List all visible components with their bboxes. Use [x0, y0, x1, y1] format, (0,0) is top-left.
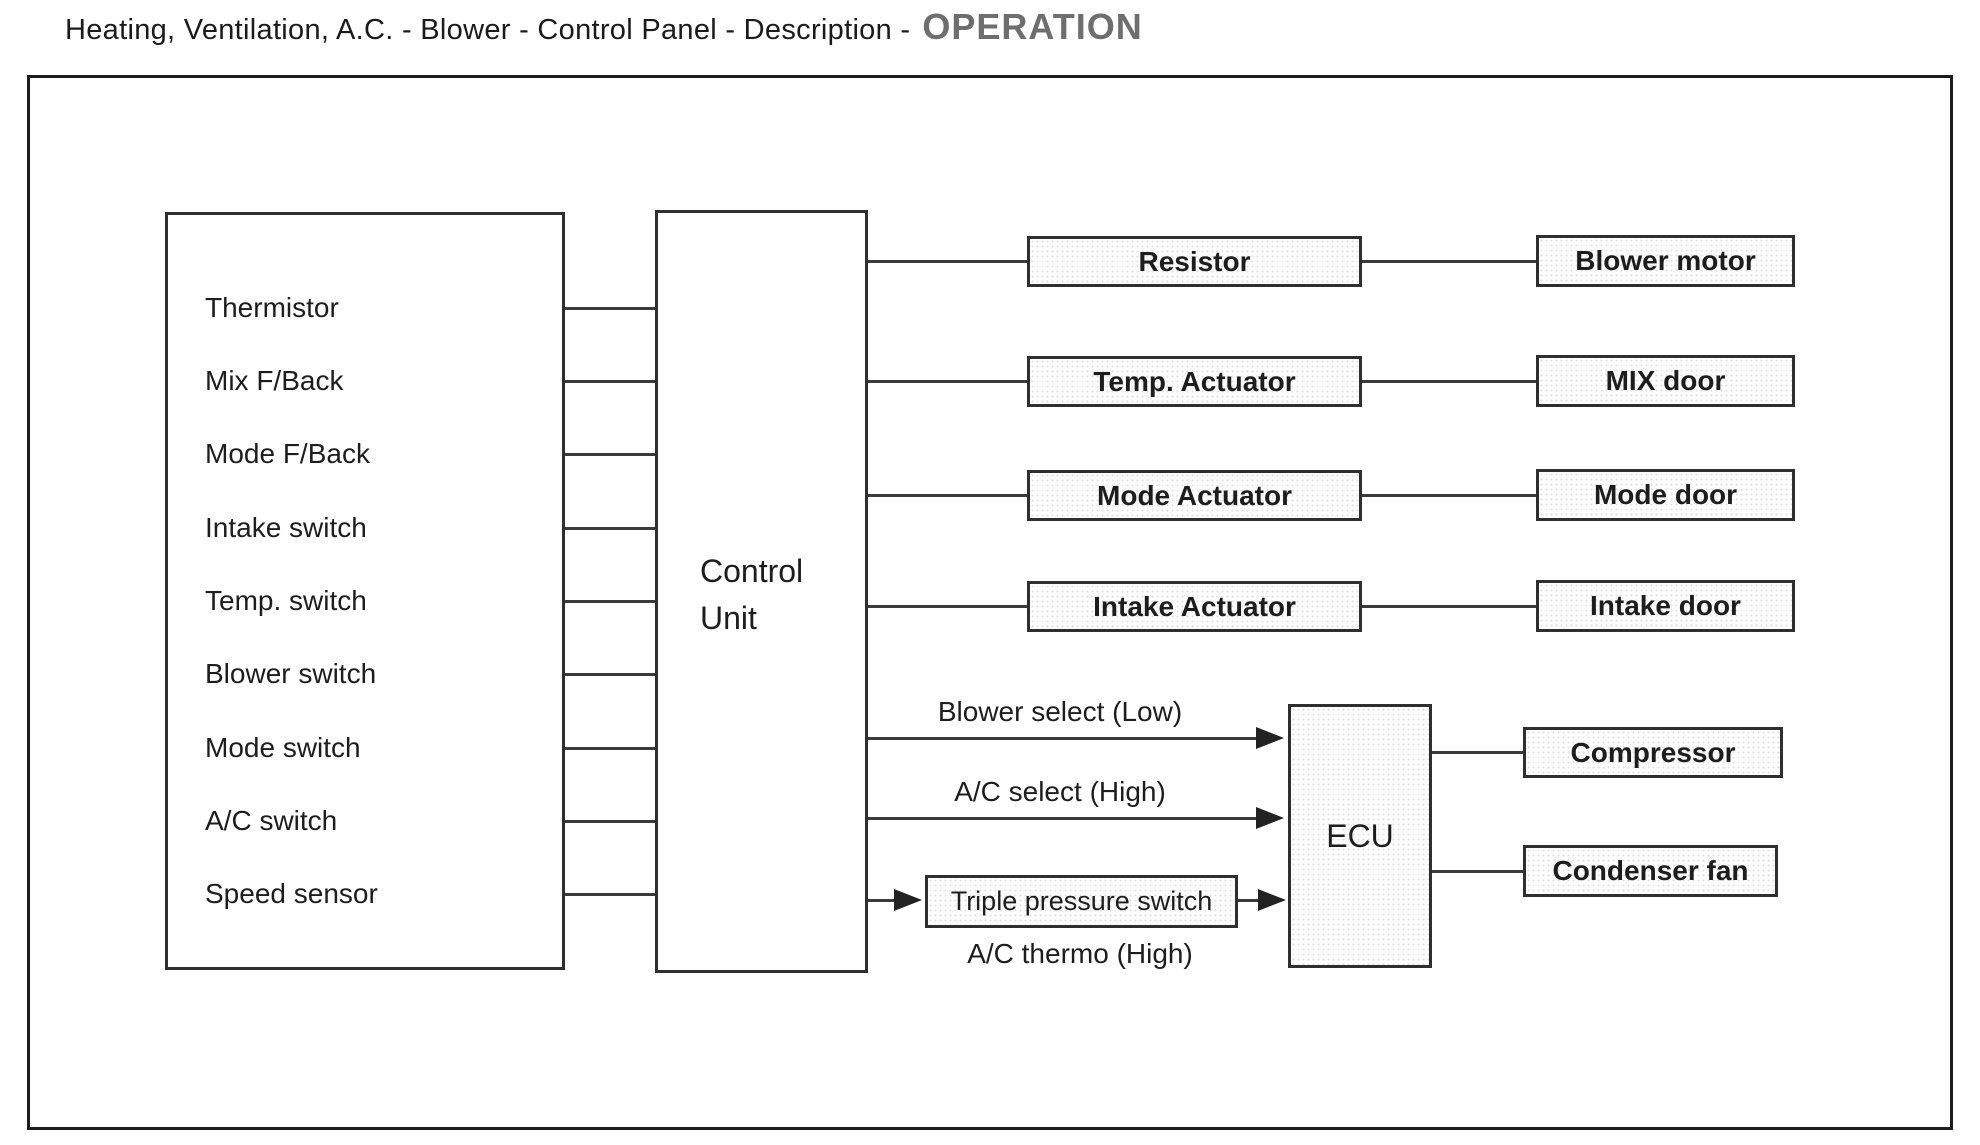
- connector-line: [868, 899, 898, 902]
- input-label-temp-switch: Temp. switch: [205, 585, 367, 616]
- compressor-box: Compressor: [1523, 727, 1783, 778]
- arrow-right-icon: [1256, 807, 1284, 829]
- connector-line: [868, 737, 1258, 740]
- connector-line: [868, 605, 1027, 608]
- control-unit-label: Control Unit: [700, 553, 804, 636]
- connector-line: [1432, 751, 1523, 754]
- condenser-fan-box: Condenser fan: [1523, 845, 1778, 897]
- mode-door-label: Mode door: [1593, 479, 1738, 510]
- connector-line: [565, 453, 655, 456]
- control-unit-box: [655, 210, 868, 973]
- connector-line: [565, 527, 655, 530]
- triple-pressure-switch-box: Triple pressure switch: [925, 875, 1238, 928]
- connector-line: [868, 817, 1258, 820]
- connector-line: [868, 260, 1027, 263]
- blower-motor-label: Blower motor: [1575, 245, 1756, 276]
- ecu-box: ECU: [1288, 704, 1432, 968]
- compressor-label: Compressor: [1570, 736, 1736, 768]
- intake-door-box: Intake door: [1536, 580, 1795, 632]
- intake-actuator-label: Intake Actuator: [1093, 590, 1296, 622]
- input-label-speed-sensor: Speed sensor: [205, 878, 378, 909]
- ecu-label: ECU: [1326, 817, 1394, 854]
- arrow-right-icon: [1258, 889, 1286, 911]
- mode-actuator-label: Mode Actuator: [1097, 479, 1292, 511]
- input-label-ac-switch: A/C switch: [205, 805, 338, 836]
- connector-line: [868, 494, 1027, 497]
- connector-line: [565, 673, 655, 676]
- page-title: Heating, Ventilation, A.C. - Blower - Co…: [65, 6, 1143, 48]
- page-title-text: Heating, Ventilation, A.C. - Blower - Co…: [65, 14, 911, 46]
- ac-thermo-label: A/C thermo (High): [967, 938, 1193, 969]
- resistor-box: Resistor: [1027, 236, 1362, 287]
- connector-line: [1362, 494, 1536, 497]
- connector-line: [1362, 260, 1536, 263]
- triple-pressure-switch-label: Triple pressure switch: [950, 886, 1213, 916]
- connector-line: [868, 380, 1027, 383]
- connector-line: [1238, 899, 1262, 902]
- blower-select-label: Blower select (Low): [937, 696, 1183, 727]
- input-label-mix-fback: Mix F/Back: [205, 365, 344, 396]
- input-label-blower-switch: Blower switch: [205, 658, 377, 689]
- connector-line: [565, 380, 655, 383]
- connector-line: [565, 307, 655, 310]
- intake-actuator-box: Intake Actuator: [1027, 581, 1362, 632]
- connector-line: [1362, 605, 1536, 608]
- inputs-box: [165, 212, 565, 970]
- mix-door-label: MIX door: [1605, 365, 1726, 396]
- page-title-emphasis: OPERATION: [922, 6, 1143, 47]
- resistor-label: Resistor: [1138, 245, 1251, 277]
- connector-line: [565, 600, 655, 603]
- blower-motor-box: Blower motor: [1536, 235, 1795, 287]
- input-label-thermistor: Thermistor: [205, 292, 339, 323]
- connector-line: [565, 747, 655, 750]
- ac-select-label: A/C select (High): [954, 776, 1166, 807]
- connector-line: [565, 893, 655, 896]
- temp-actuator-label: Temp. Actuator: [1093, 365, 1296, 397]
- input-label-mode-fback: Mode F/Back: [205, 438, 370, 469]
- mode-door-box: Mode door: [1536, 469, 1795, 521]
- temp-actuator-box: Temp. Actuator: [1027, 356, 1362, 407]
- input-label-intake-switch: Intake switch: [205, 512, 367, 543]
- condenser-fan-label: Condenser fan: [1552, 855, 1749, 886]
- connector-line: [1432, 870, 1523, 873]
- arrow-right-icon: [1256, 727, 1284, 749]
- connector-line: [1362, 380, 1536, 383]
- mix-door-box: MIX door: [1536, 355, 1795, 407]
- arrow-right-icon: [894, 889, 922, 911]
- intake-door-label: Intake door: [1590, 590, 1741, 621]
- input-label-mode-switch: Mode switch: [205, 732, 361, 763]
- mode-actuator-box: Mode Actuator: [1027, 470, 1362, 521]
- connector-line: [565, 820, 655, 823]
